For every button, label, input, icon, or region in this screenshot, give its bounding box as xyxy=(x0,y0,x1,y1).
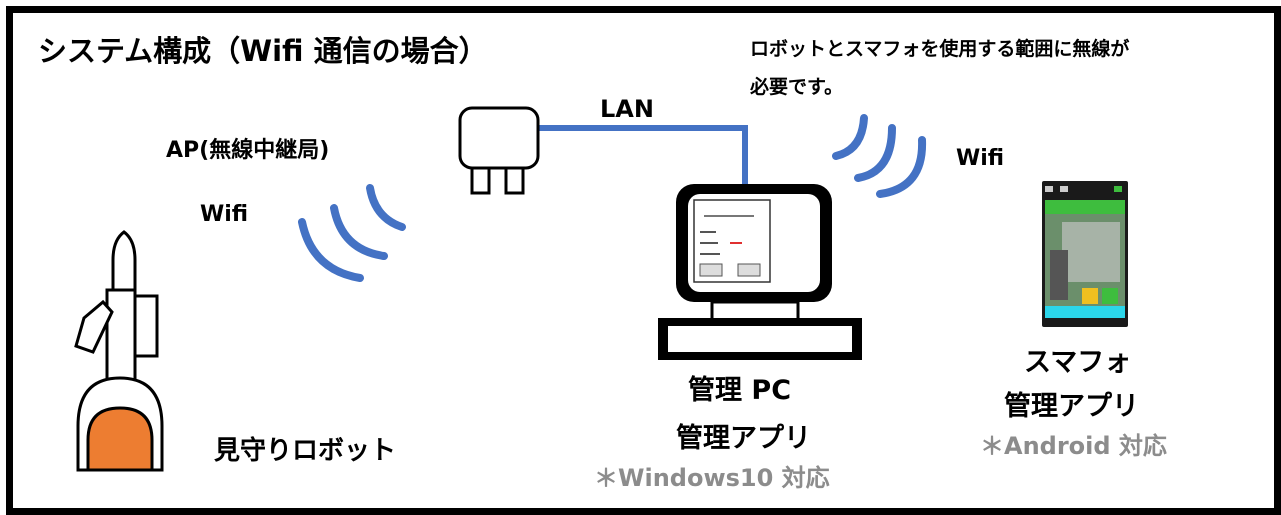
pc-label-line-2: 管理アプリ xyxy=(676,423,811,454)
phone-label-line-2: 管理アプリ xyxy=(1004,391,1139,422)
note-line-2: 必要です。 xyxy=(750,76,844,98)
access-point-icon xyxy=(458,106,540,195)
smartphone-icon xyxy=(1042,181,1128,327)
pc-os-note: ＊Windows10 対応 xyxy=(594,464,830,492)
phone-label-line-1: スマフォ xyxy=(1024,347,1132,378)
wifi-right-label: Wifi xyxy=(956,146,1005,171)
wifi-waves-left-icon xyxy=(298,184,406,282)
lan-cable xyxy=(538,125,748,185)
lan-label: LAN xyxy=(600,95,654,123)
pc-label-line-1: 管理 PC xyxy=(688,375,792,406)
diagram-border xyxy=(6,6,1281,515)
robot-icon xyxy=(74,230,164,472)
ap-label: AP(無線中継局) xyxy=(166,138,330,163)
diagram-title: システム構成（Wifi 通信の場合） xyxy=(38,34,488,68)
wifi-waves-right-icon xyxy=(832,114,927,198)
robot-label: 見守りロボット xyxy=(214,436,397,466)
wifi-left-label: Wifi xyxy=(200,202,249,227)
phone-os-note: ＊Android 対応 xyxy=(980,432,1167,460)
pc-monitor-icon xyxy=(658,184,862,360)
note-line-1: ロボットとスマフォを使用する範囲に無線が xyxy=(750,38,1130,60)
